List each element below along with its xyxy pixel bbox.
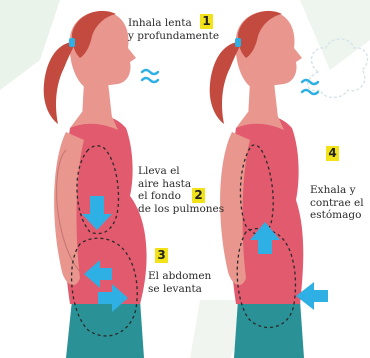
step-4-badge: 4 — [326, 146, 339, 161]
figure-inhale-ponytail — [44, 42, 74, 124]
step-3-badge: 3 — [155, 248, 168, 263]
step-1-badge: 1 — [200, 14, 213, 29]
figure-inhale — [44, 11, 147, 358]
figure-inhale-pants — [66, 300, 144, 358]
step-4-text: Exhala y contrae el estómago — [310, 184, 364, 222]
step-1-line-2: y profundamente — [128, 30, 219, 43]
step-4-line-2: contrae el — [310, 197, 364, 210]
figure-exhale-ponytail — [210, 42, 240, 124]
step-2-line-3: el fondo — [138, 190, 224, 203]
step-2-line-2: aire hasta — [138, 178, 224, 191]
step-4-line-3: estómago — [310, 209, 364, 222]
step-2-line-4: de los pulmones — [138, 203, 224, 216]
step-2-text: Lleva el aire hasta el fondo de los pulm… — [138, 165, 224, 215]
step-3-text: El abdomen se levanta — [148, 270, 211, 295]
step-2-badge: 2 — [192, 188, 205, 203]
step-2-line-1: Lleva el — [138, 165, 224, 178]
step-4-line-1: Exhala y — [310, 184, 364, 197]
step-3-line-1: El abdomen — [148, 270, 211, 283]
step-3-line-2: se levanta — [148, 283, 211, 296]
